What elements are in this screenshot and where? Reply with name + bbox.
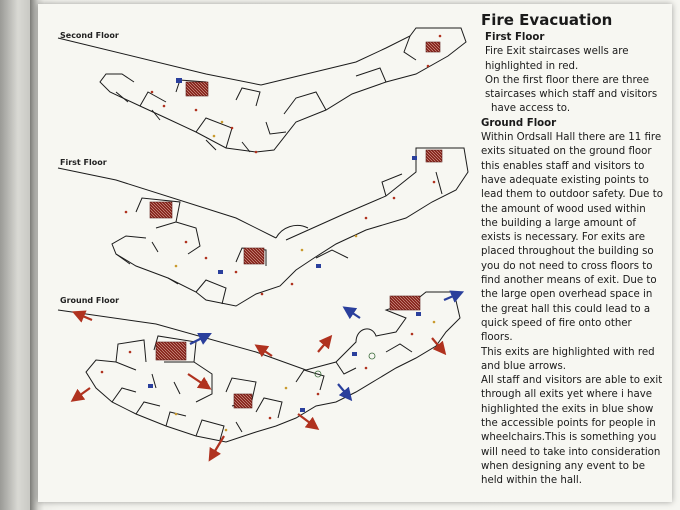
first-floor-markers — [124, 156, 436, 296]
exit-arrow-red — [71, 310, 93, 323]
floor-plans-illustration — [57, 27, 469, 462]
exit-arrow-red — [187, 373, 212, 390]
exit-arrow-blue — [342, 306, 361, 320]
exit-arrow-red — [70, 387, 91, 402]
label-second-floor: Second Floor — [60, 31, 119, 40]
staircase-second-1 — [185, 81, 209, 97]
exit-arrow-red — [297, 413, 320, 430]
first-floor-paragraph-2a: On the first floor there are three stair… — [485, 74, 658, 101]
staircase-first-2 — [243, 247, 265, 265]
staircase-first-3 — [425, 149, 443, 163]
exit-arrow-red — [431, 337, 447, 356]
ground-floor-plan — [57, 291, 461, 443]
staircase-second-2 — [425, 41, 441, 53]
exit-arrows — [70, 290, 465, 462]
description-column: Fire Evacuation First Floor Fire Exit st… — [481, 10, 665, 489]
first-floor-paragraph-2b: have access to. — [491, 103, 571, 115]
label-first-floor: First Floor — [60, 158, 107, 167]
staircase-ground-1 — [155, 341, 187, 361]
first-floor-paragraph-1: Fire Exit staircases wells are highlight… — [485, 46, 629, 72]
page — [38, 4, 672, 502]
exit-arrow-red — [317, 334, 333, 353]
label-ground-floor: Ground Floor — [60, 296, 120, 305]
page-title: Fire Evacuation — [481, 11, 613, 29]
ground-floor-paragraph-2: This exits are highlighted with red and … — [481, 346, 655, 372]
exit-arrow-blue — [443, 290, 465, 303]
first-floor-plan — [57, 147, 469, 307]
second-floor-plan — [57, 27, 467, 153]
staircase-ground-3 — [389, 295, 421, 311]
exit-arrow-red — [208, 435, 225, 462]
exit-arrow-blue — [337, 383, 353, 402]
ground-floor-markers — [100, 312, 436, 432]
ground-floor-heading: Ground Floor — [481, 117, 557, 129]
staircase-ground-2 — [233, 393, 253, 409]
exit-arrow-blue — [189, 333, 212, 345]
ground-floor-paragraph-3: All staff and visitors are able to exit … — [481, 375, 663, 487]
exit-arrow-red — [254, 344, 273, 358]
second-floor-markers — [150, 34, 442, 154]
staircase-first-1 — [149, 201, 173, 219]
ground-floor-paragraph-1: Within Ordsall Hall there are 11 fire ex… — [481, 132, 663, 344]
first-floor-heading: First Floor — [485, 32, 545, 43]
